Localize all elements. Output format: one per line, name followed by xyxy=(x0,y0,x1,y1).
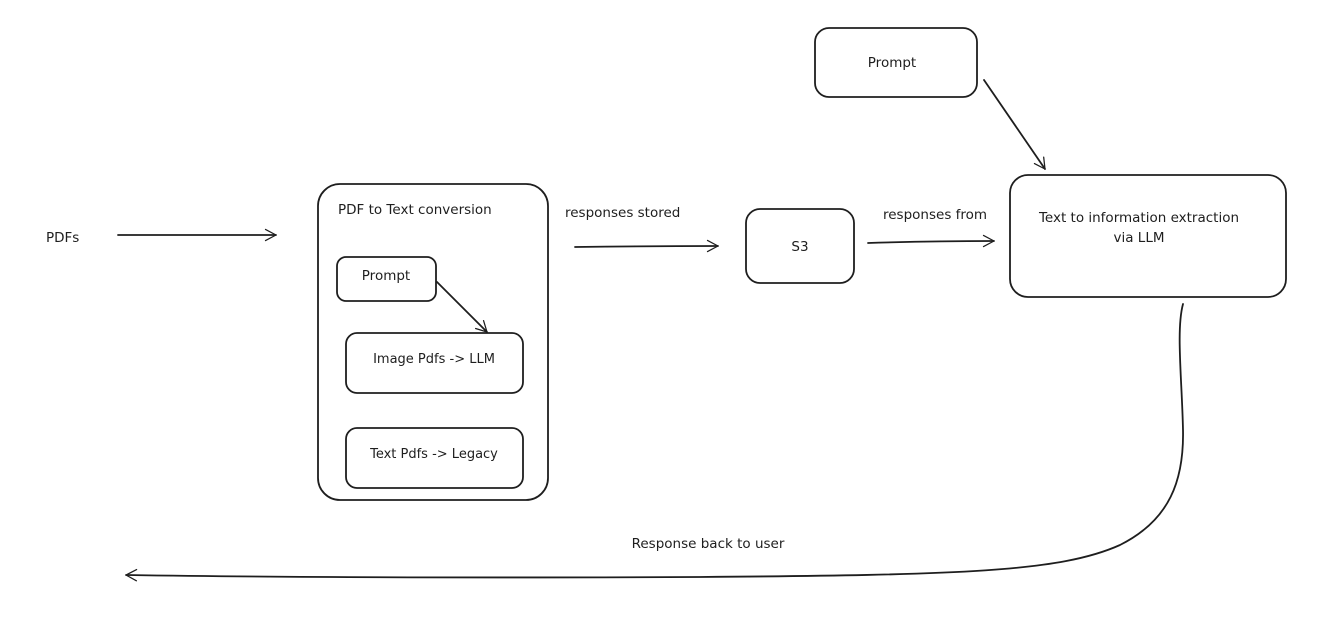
pdfs-node-label: PDFs xyxy=(46,230,79,246)
s3-box[interactable] xyxy=(745,208,855,284)
edge-prompt-to-image-pdfs xyxy=(436,281,488,333)
edge-s3-to-extraction: responses from xyxy=(867,207,995,248)
edge-conversion-to-s3: responses stored xyxy=(565,205,719,253)
arrow-conversion-to-s3 xyxy=(574,239,719,253)
edge-prompt-to-extraction xyxy=(983,79,1046,170)
conversion-title: PDF to Text conversion xyxy=(338,202,492,218)
image-pdfs-box[interactable] xyxy=(345,332,524,394)
text-pdfs-label: Text Pdfs -> Legacy xyxy=(369,447,498,462)
inner-prompt-box[interactable] xyxy=(336,256,437,302)
text-pdfs-box[interactable] xyxy=(345,427,524,489)
arrow-s3-to-extraction xyxy=(867,234,995,248)
text-pdfs-node[interactable]: Text Pdfs -> Legacy xyxy=(345,427,524,489)
extraction-box[interactable] xyxy=(1009,174,1287,298)
s3-node[interactable]: S3 xyxy=(745,208,855,284)
arrow-prompt-to-image-pdfs xyxy=(436,281,488,333)
s3-label: S3 xyxy=(791,239,808,255)
edge-extraction-to-user: Response back to user xyxy=(125,303,1184,582)
image-pdfs-node[interactable]: Image Pdfs -> LLM xyxy=(345,332,524,394)
top-prompt-node[interactable]: Prompt xyxy=(814,27,978,98)
inner-prompt-label: Prompt xyxy=(362,268,410,284)
edge-label-responses-from: responses from xyxy=(883,207,987,223)
edge-label-response-back-to-user: Response back to user xyxy=(632,536,785,552)
image-pdfs-label: Image Pdfs -> LLM xyxy=(373,352,495,367)
top-prompt-label: Prompt xyxy=(868,55,916,71)
arrow-response-back-to-user xyxy=(125,303,1184,582)
inner-prompt-node[interactable]: Prompt xyxy=(336,256,437,302)
extraction-label-line2: via LLM xyxy=(1114,230,1165,246)
top-prompt-box[interactable] xyxy=(814,27,978,98)
extraction-node[interactable]: Text to information extraction via LLM xyxy=(1009,174,1287,298)
extraction-label-line1: Text to information extraction xyxy=(1038,210,1239,226)
arrow-prompt-to-extraction xyxy=(983,79,1046,170)
edge-label-responses-stored: responses stored xyxy=(565,205,680,221)
